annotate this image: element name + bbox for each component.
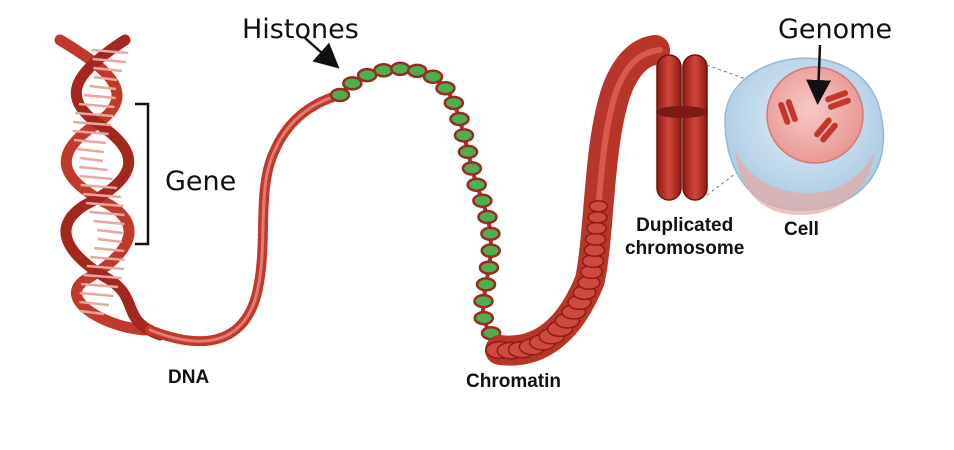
label-histones: Histones [242, 14, 359, 45]
nucleus [767, 67, 863, 163]
base-pair [84, 95, 116, 98]
histone-bead [331, 89, 349, 101]
dna-helix [60, 40, 160, 335]
base-pair [77, 149, 104, 152]
dna-fiber-core [150, 95, 340, 341]
label-chromatin: Chromatin [466, 370, 561, 393]
histone-bead [445, 97, 463, 109]
label-cell: Cell [784, 218, 819, 241]
histone-bead [455, 129, 473, 141]
histone-bead [463, 162, 481, 174]
histone-bead [468, 179, 486, 191]
histone-bead [473, 195, 491, 207]
histone-bead [459, 146, 477, 158]
histone-beads [331, 63, 514, 349]
histone-bead [477, 278, 495, 290]
histone-bead [436, 82, 454, 94]
base-pair [80, 158, 103, 161]
chromatid-left [657, 55, 681, 200]
histone-bead [451, 113, 469, 125]
histone-bead [391, 63, 409, 75]
histone-bead [481, 228, 499, 240]
duplicated-chromosome [656, 55, 708, 200]
histone-bead [480, 262, 498, 274]
base-pair [80, 293, 114, 296]
histone-bead [482, 245, 500, 257]
base-pair [97, 230, 123, 233]
chromatin-coil [586, 233, 606, 245]
chromatin-coil [589, 201, 607, 212]
base-pair [93, 221, 124, 224]
histone-bead [374, 64, 392, 76]
histone-bead [478, 211, 496, 223]
centromere [656, 106, 708, 118]
dna-fiber [150, 95, 340, 341]
histone-bead [475, 312, 493, 324]
base-pair [79, 176, 112, 179]
histone-bead [475, 295, 493, 307]
label-duplicated-line2: chromosome [625, 237, 744, 260]
label-dna: DNA [168, 366, 209, 389]
base-pair [92, 50, 129, 53]
chromatin-coil [588, 212, 607, 223]
chromatin-coils [486, 201, 608, 359]
label-duplicated-line1: Duplicated [625, 214, 744, 237]
chromatin-coil [587, 222, 606, 234]
label-genome: Genome [778, 14, 892, 45]
base-pair [79, 167, 107, 170]
chromatid-right [683, 55, 707, 200]
histone-bead [424, 71, 442, 83]
gene-bracket [135, 104, 148, 244]
cell [725, 58, 883, 215]
chromatin-coil [584, 244, 604, 256]
label-duplicated-chromosome: Duplicated chromosome [625, 214, 744, 260]
label-gene: Gene [165, 166, 236, 197]
base-pair [98, 239, 122, 242]
